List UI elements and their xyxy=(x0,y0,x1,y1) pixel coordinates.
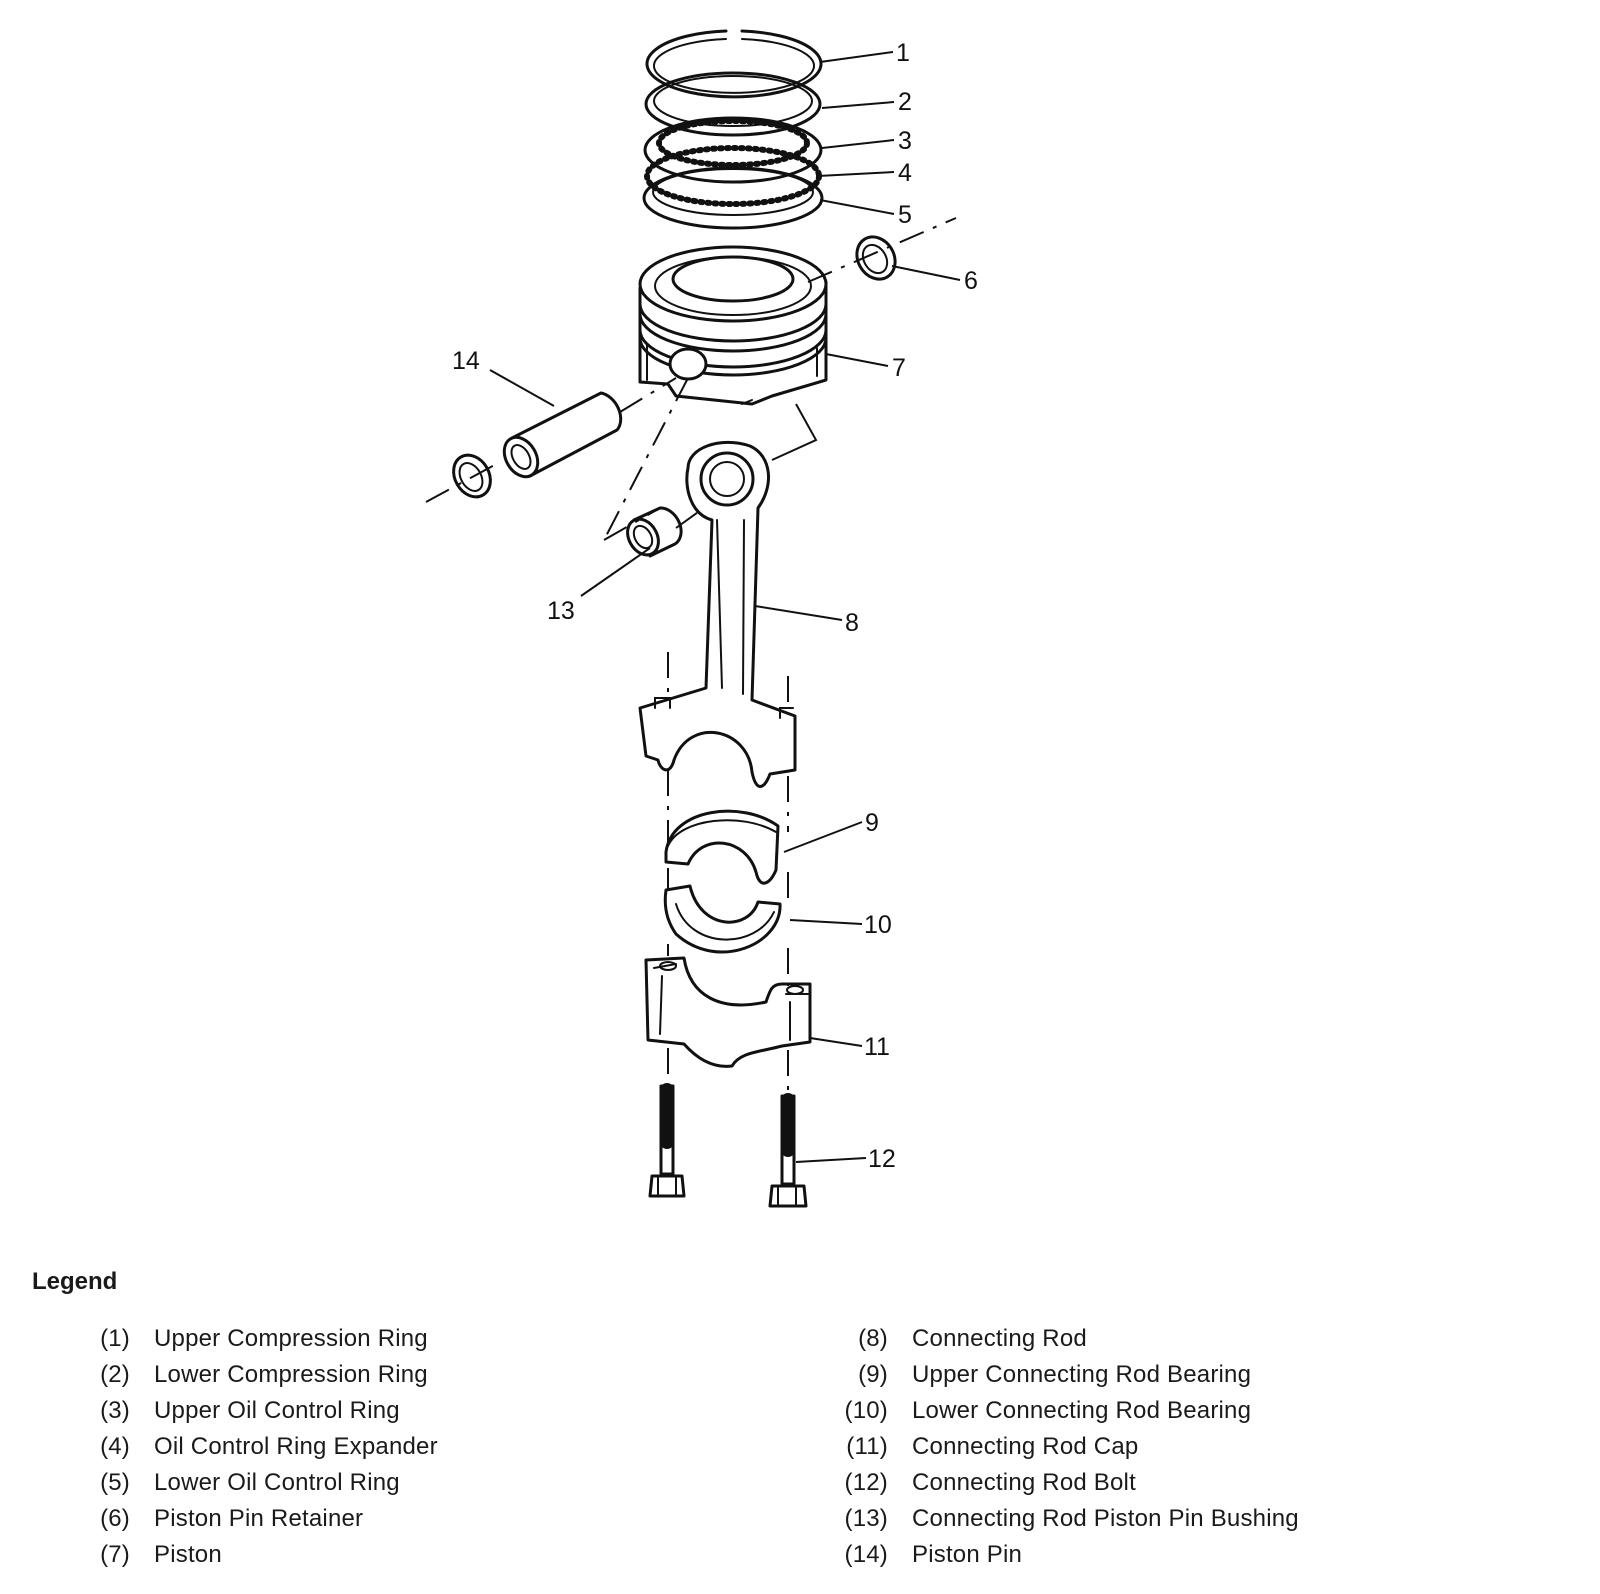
callout-3: 3 xyxy=(898,127,912,155)
legend-label: Piston Pin xyxy=(912,1541,1023,1568)
legend-label: Connecting Rod Piston Pin Bushing xyxy=(912,1505,1299,1532)
legend-number: (6) xyxy=(100,1505,130,1532)
rod-to-piston-line xyxy=(771,403,818,461)
legend-number: (10) xyxy=(844,1397,888,1424)
connecting-rod-piston-pin-bushing xyxy=(626,506,683,558)
legend-column-right: (8) Connecting Rod (9) Upper Connecting Ro… xyxy=(818,1321,1299,1573)
legend-item: (8) Connecting Rod xyxy=(818,1321,1299,1357)
upper-oil-control-ring xyxy=(643,116,823,184)
callout-4: 4 xyxy=(898,159,912,187)
legend-label: Upper Oil Control Ring xyxy=(154,1397,400,1424)
legend-item: (6) Piston Pin Retainer xyxy=(60,1501,438,1537)
legend-number: (13) xyxy=(844,1505,888,1532)
callout-8: 8 xyxy=(845,609,859,637)
legend-number: (12) xyxy=(844,1469,888,1496)
legend-label: Piston Pin Retainer xyxy=(154,1505,364,1532)
legend-label: Piston xyxy=(154,1541,222,1568)
legend-item: (13) Connecting Rod Piston Pin Bushing xyxy=(818,1501,1299,1537)
legend-column-left: (1) Upper Compression Ring (2) Lower Compr… xyxy=(60,1321,438,1573)
callout-1: 1 xyxy=(896,39,910,67)
connecting-rod-cap xyxy=(644,956,812,1068)
legend-item: (5) Lower Oil Control Ring xyxy=(60,1465,438,1501)
legend-label: Upper Compression Ring xyxy=(154,1325,428,1352)
callout-13: 13 xyxy=(547,597,575,625)
legend-item: (9) Upper Connecting Rod Bearing xyxy=(818,1357,1299,1393)
legend-number: (3) xyxy=(100,1397,130,1424)
legend-number: (4) xyxy=(100,1433,130,1460)
lower-connecting-rod-bearing xyxy=(663,884,782,954)
callout-9: 9 xyxy=(865,809,879,837)
legend-label: Oil Control Ring Expander xyxy=(154,1433,438,1460)
legend-number: (11) xyxy=(846,1433,888,1460)
piston-pin-retainer xyxy=(855,235,897,281)
legend-number: (7) xyxy=(100,1541,130,1568)
legend-number: (9) xyxy=(858,1361,888,1388)
leader-lines xyxy=(489,51,961,1163)
legend-number: (14) xyxy=(844,1541,888,1568)
legend-item: (3) Upper Oil Control Ring xyxy=(60,1393,438,1429)
legend-label: Connecting Rod xyxy=(912,1325,1087,1352)
legend-item: (12) Connecting Rod Bolt xyxy=(818,1465,1299,1501)
legend-item: (14) Piston Pin xyxy=(818,1537,1299,1573)
callout-5: 5 xyxy=(898,201,912,229)
callout-7: 7 xyxy=(892,354,906,382)
legend-label: Lower Compression Ring xyxy=(154,1361,428,1388)
legend-label: Upper Connecting Rod Bearing xyxy=(912,1361,1252,1388)
callout-6: 6 xyxy=(964,267,978,295)
legend-number: (2) xyxy=(100,1361,130,1388)
piston xyxy=(638,245,828,406)
legend-title: Legend xyxy=(32,1268,118,1295)
legend-label: Lower Connecting Rod Bearing xyxy=(912,1397,1252,1424)
callout-10: 10 xyxy=(864,911,892,939)
lower-oil-control-ring xyxy=(642,166,824,230)
pin-axis-line xyxy=(425,217,957,503)
legend-number: (1) xyxy=(100,1325,130,1352)
lower-compression-ring xyxy=(644,71,822,137)
exploded-view-diagram: 1 2 3 4 5 6 7 8 9 10 11 12 13 14 xyxy=(425,29,978,1208)
legend-item: (4) Oil Control Ring Expander xyxy=(60,1429,438,1465)
legend-item: (11) Connecting Rod Cap xyxy=(818,1429,1299,1465)
piston-pin xyxy=(502,391,623,479)
legend-item: (10) Lower Connecting Rod Bearing xyxy=(818,1393,1299,1429)
callout-2: 2 xyxy=(898,88,912,116)
upper-connecting-rod-bearing xyxy=(664,809,780,885)
legend-item: (7) Piston xyxy=(60,1537,438,1573)
callout-12: 12 xyxy=(868,1145,896,1173)
legend-number: (5) xyxy=(100,1469,130,1496)
callout-11: 11 xyxy=(864,1033,890,1061)
legend-label: Lower Oil Control Ring xyxy=(154,1469,400,1496)
legend-number: (8) xyxy=(858,1325,888,1352)
legend-label: Connecting Rod Cap xyxy=(912,1433,1139,1460)
callout-numbers: 1 2 3 4 5 6 7 8 9 10 11 12 13 14 xyxy=(452,39,978,1173)
callout-14: 14 xyxy=(452,347,480,375)
connecting-rod-bolt-left xyxy=(648,1083,686,1198)
connecting-rod-bolt-right xyxy=(768,1093,808,1208)
legend-item: (2) Lower Compression Ring xyxy=(60,1357,438,1393)
legend-item: (1) Upper Compression Ring xyxy=(60,1321,438,1357)
upper-compression-ring xyxy=(645,29,823,99)
legend-label: Connecting Rod Bolt xyxy=(912,1469,1136,1496)
connecting-rod xyxy=(638,441,797,788)
